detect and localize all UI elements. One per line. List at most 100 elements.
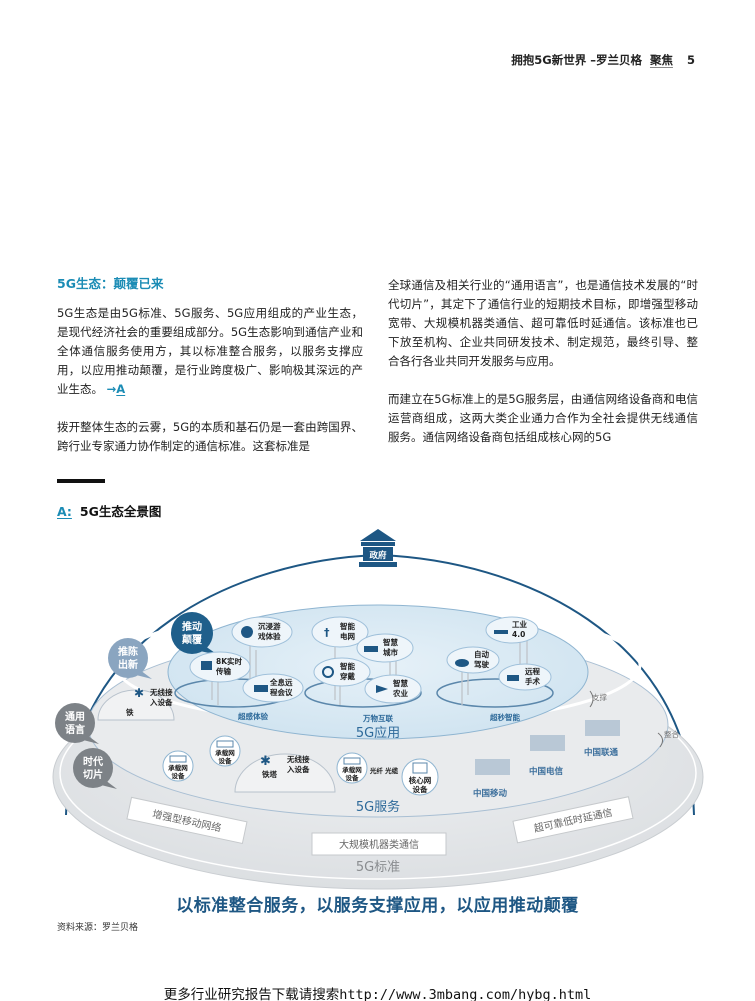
paragraph: 拨开整体生态的云雾，5G的本质和基石仍是一套由跨国界、跨行业专家通力协作制定的通… bbox=[57, 420, 363, 453]
support-arrow-label: 支撑 bbox=[592, 692, 607, 702]
bearer-network-2: 承载网 设备 bbox=[209, 735, 241, 767]
layer-label-application: 5G应用 bbox=[356, 725, 400, 741]
bubble-common-language: 通用 语言 bbox=[55, 703, 99, 744]
svg-text:中国移动: 中国移动 bbox=[473, 788, 508, 799]
app-autonomous-driving: 自动 驾驶 bbox=[446, 646, 500, 674]
svg-text:电网: 电网 bbox=[340, 631, 355, 641]
svg-text:入设备: 入设备 bbox=[149, 697, 173, 707]
svg-text:穿戴: 穿戴 bbox=[340, 671, 355, 681]
svg-text:设备: 设备 bbox=[172, 771, 186, 780]
operator-china-telecom: 中国电信 bbox=[529, 735, 565, 777]
bubble-innovate: 推陈 出新 bbox=[108, 638, 152, 679]
svg-text:推动: 推动 bbox=[182, 620, 202, 633]
header-section[interactable]: 聚焦 bbox=[649, 53, 673, 67]
svg-text:农业: 农业 bbox=[392, 688, 408, 698]
svg-text:通用: 通用 bbox=[65, 711, 85, 723]
figure-slogan: 以标准整合服务，以服务支撑应用，以应用推动颠覆 bbox=[176, 896, 579, 916]
svg-text:远程: 远程 bbox=[525, 667, 540, 676]
right-column: 全球通信及相关行业的“通用语言”，也是通信技术发展的“时代切片”，其定下了通信行… bbox=[388, 276, 698, 466]
app-smart-city: 智慧 城市 bbox=[356, 633, 414, 663]
service-dome-left: ✱ 铁 无线接 入设备 bbox=[97, 686, 175, 721]
app-smart-agriculture: 智慧 农业 bbox=[364, 674, 422, 704]
svg-text:推陈: 推陈 bbox=[118, 645, 138, 658]
footer-text: 更多行业研究报告下载请搜索 bbox=[163, 987, 340, 1001]
svg-text:智慧: 智慧 bbox=[393, 678, 408, 688]
service-dome-center: ✱ 铁塔 无线接 入设备 bbox=[234, 753, 336, 793]
svg-text:手术: 手术 bbox=[525, 676, 540, 686]
app-holographic-meeting: 全息远 程会议 bbox=[242, 673, 304, 703]
operator-china-unicom: 中国联通 bbox=[584, 720, 620, 758]
bubble-era-slice: 时代 切片 bbox=[73, 748, 117, 789]
svg-text:核心网: 核心网 bbox=[409, 775, 432, 785]
svg-text:出新: 出新 bbox=[118, 658, 138, 671]
svg-text:无线接: 无线接 bbox=[149, 687, 173, 697]
svg-text:中国电信: 中国电信 bbox=[529, 766, 564, 777]
svg-text:语言: 语言 bbox=[65, 723, 85, 736]
svg-text:时代: 时代 bbox=[83, 755, 103, 768]
svg-text:入设备: 入设备 bbox=[286, 764, 310, 774]
fiber-cable-label: 光纤 光缆 bbox=[369, 766, 399, 775]
pillar-mmtc: 大规模机器类通信 bbox=[311, 832, 447, 856]
paragraph: 5G生态是由5G标准、5G服务、5G应用组成的产业生态，是现代经济社会的重要组成… bbox=[57, 304, 363, 399]
svg-text:传输: 传输 bbox=[215, 666, 231, 676]
figure-title: A: 5G生态全景图 bbox=[57, 501, 161, 520]
svg-text:切片: 切片 bbox=[83, 768, 103, 781]
government-building-icon: 政府 bbox=[359, 529, 397, 567]
layer-label-standard: 5G标准 bbox=[356, 860, 400, 875]
svg-text:✱: ✱ bbox=[260, 754, 271, 769]
svg-text:工业: 工业 bbox=[512, 619, 527, 629]
svg-text:✱: ✱ bbox=[134, 686, 144, 700]
header-title: 拥抱5G新世界 –罗兰贝格 bbox=[511, 53, 642, 67]
svg-text:承载网: 承载网 bbox=[168, 763, 188, 772]
svg-text:智能: 智能 bbox=[340, 661, 355, 671]
svg-text:城市: 城市 bbox=[383, 647, 398, 657]
left-column: 5G生态：颠覆已来 5G生态是由5G标准、5G服务、5G应用组成的产业生态，是现… bbox=[57, 276, 363, 475]
app-smart-grid: † 智能 电网 bbox=[311, 616, 369, 648]
core-network: 核心网 设备 bbox=[401, 758, 439, 796]
svg-text:铁: 铁 bbox=[126, 707, 134, 717]
figure-ref-label: A bbox=[116, 382, 126, 396]
bearer-network-3: 承载网 设备 bbox=[336, 752, 368, 784]
source-note: 资料来源：罗兰贝格 bbox=[57, 923, 139, 933]
svg-text:无线接: 无线接 bbox=[286, 754, 310, 764]
svg-text:自动: 自动 bbox=[474, 649, 489, 659]
group-label-iot: 万物互联 bbox=[362, 713, 393, 723]
operator-china-mobile: 中国移动 bbox=[473, 759, 510, 799]
footer-url-link[interactable]: http://www.3mbang.com/hybg.html bbox=[339, 987, 592, 1001]
figure-tag: A: bbox=[57, 504, 72, 519]
svg-text:中国联通: 中国联通 bbox=[584, 747, 619, 758]
group-label-intelligence: 超秒智能 bbox=[489, 712, 520, 722]
svg-text:†: † bbox=[324, 626, 330, 639]
arrow-right-icon: → bbox=[106, 382, 117, 396]
integrate-arrow-label: 整合 bbox=[664, 729, 679, 739]
figure-title-text: 5G生态全景图 bbox=[79, 504, 162, 519]
section-divider bbox=[57, 479, 105, 483]
svg-text:颠覆: 颠覆 bbox=[182, 633, 203, 646]
app-smart-wearable: 智能 穿戴 bbox=[313, 657, 371, 687]
svg-text:程会议: 程会议 bbox=[270, 687, 293, 697]
government-label: 政府 bbox=[369, 550, 387, 561]
paragraph: 而建立在5G标准上的是5G服务层，由通信网络设备商和电信运营商组成，这两大类企业… bbox=[388, 392, 698, 444]
svg-text:承载网: 承载网 bbox=[215, 748, 235, 757]
app-remote-surgery: 远程 手术 bbox=[498, 663, 552, 691]
svg-text:铁塔: 铁塔 bbox=[262, 769, 277, 779]
svg-text:驾驶: 驾驶 bbox=[474, 659, 489, 669]
svg-text:沉浸游: 沉浸游 bbox=[258, 621, 281, 631]
page-number: 5 bbox=[686, 53, 695, 67]
svg-text:4.0: 4.0 bbox=[512, 630, 525, 639]
svg-text:设备: 设备 bbox=[346, 773, 360, 782]
svg-text:全息远: 全息远 bbox=[269, 677, 293, 687]
svg-text:设备: 设备 bbox=[219, 756, 233, 765]
bearer-network-1: 承载网 设备 bbox=[162, 750, 194, 782]
svg-text:智能: 智能 bbox=[340, 621, 355, 631]
svg-text:戏体验: 戏体验 bbox=[257, 631, 281, 641]
paragraph-text: 5G生态是由5G标准、5G服务、5G应用组成的产业生态，是现代经济社会的重要组成… bbox=[57, 306, 363, 396]
layer-label-service: 5G服务 bbox=[356, 799, 400, 815]
svg-text:智慧: 智慧 bbox=[383, 637, 398, 647]
footer-banner: 更多行业研究报告下载请搜索http://www.3mbang.com/hybg.… bbox=[0, 983, 755, 1001]
app-industry-4: 工业 4.0 bbox=[485, 616, 539, 644]
bubble-disrupt: 推动 颠覆 bbox=[171, 612, 218, 655]
app-immersive-gaming: 沉浸游 戏体验 bbox=[231, 616, 293, 648]
paragraph: 全球通信及相关行业的“通用语言”，也是通信技术发展的“时代切片”，其定下了通信行… bbox=[388, 278, 698, 368]
figure-a-link[interactable]: →A bbox=[107, 382, 126, 396]
